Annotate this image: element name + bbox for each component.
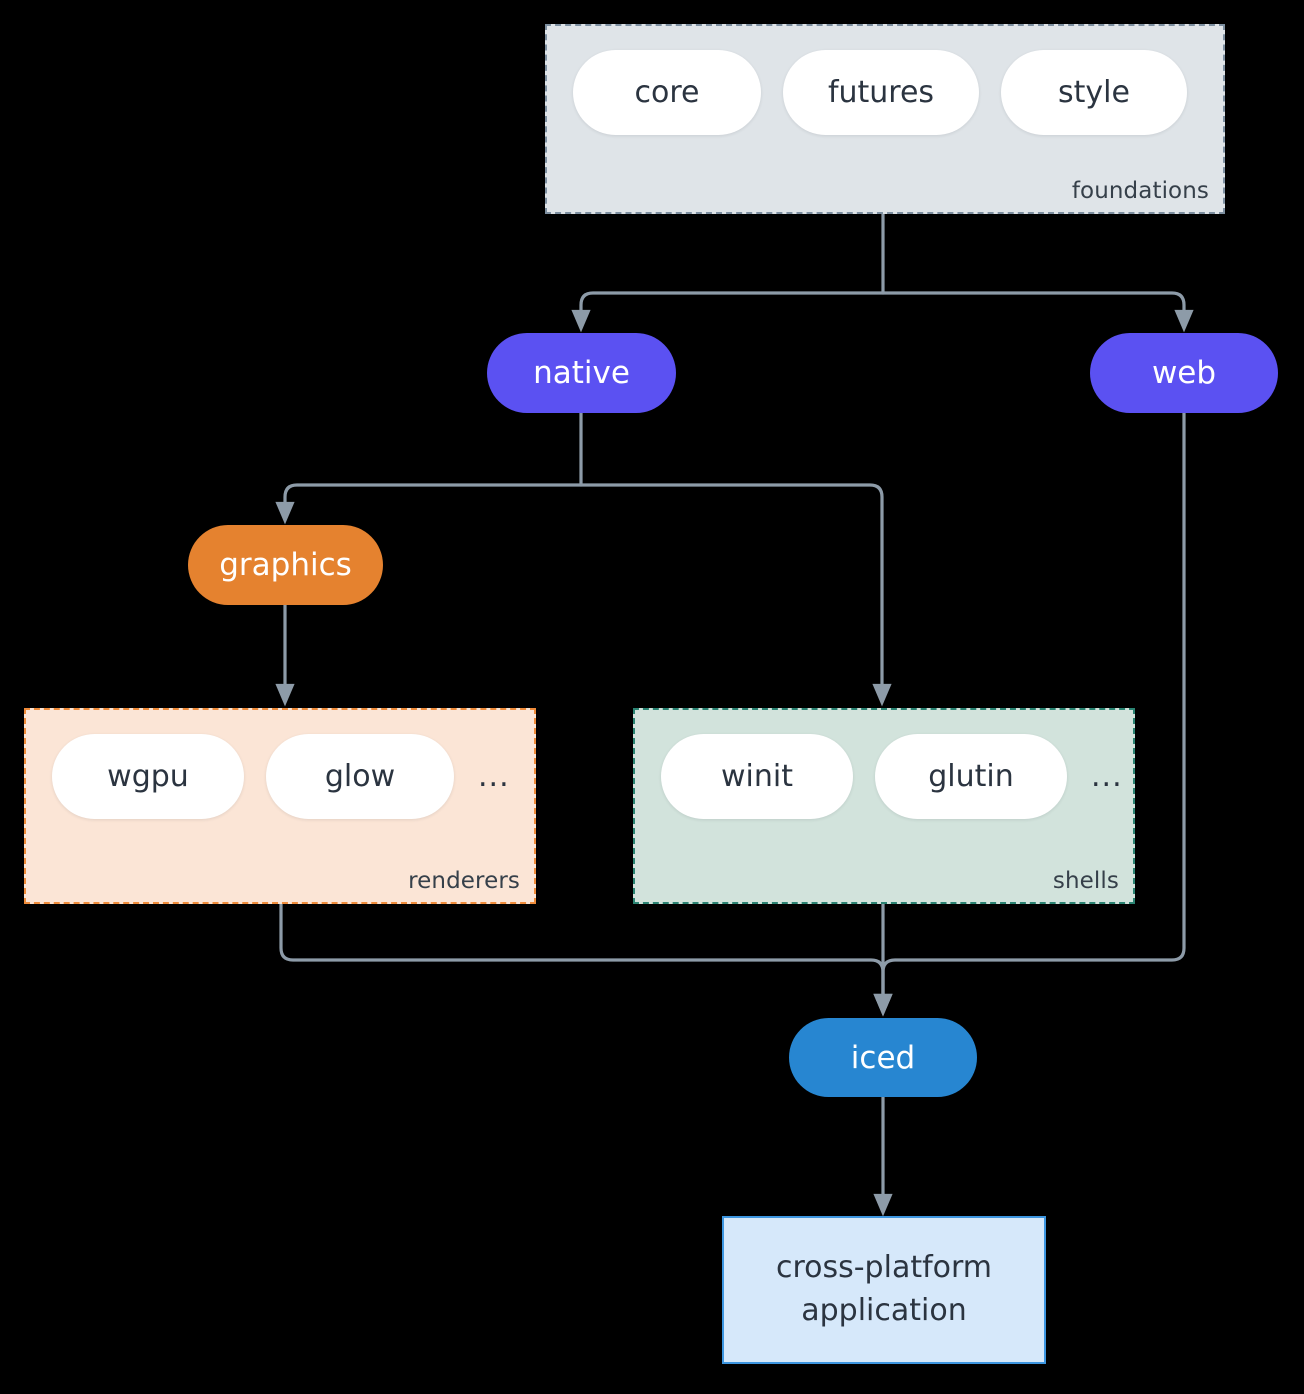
pill-glow[interactable]: glow: [266, 734, 454, 819]
cluster-renderers-label: renderers: [408, 868, 520, 894]
pill-winit[interactable]: winit: [661, 734, 853, 819]
pill-style[interactable]: style: [1001, 50, 1187, 135]
node-native[interactable]: native: [487, 333, 676, 413]
pill-futures[interactable]: futures: [783, 50, 979, 135]
cluster-shells-items: winit glutin ...: [635, 710, 1123, 902]
cluster-renderers-items: wgpu glow ...: [26, 710, 510, 902]
node-web[interactable]: web: [1090, 333, 1278, 413]
cluster-foundations-label: foundations: [1071, 178, 1209, 204]
node-cross-platform-application[interactable]: cross-platform application: [722, 1216, 1046, 1364]
edge-native-graphics: [275, 411, 583, 525]
node-graphics[interactable]: graphics: [188, 525, 383, 605]
node-iced[interactable]: iced: [789, 1018, 977, 1097]
shells-ellipsis: ...: [1091, 759, 1123, 794]
application-line-1: cross-platform: [775, 1250, 993, 1286]
edge-foundations-native: [571, 212, 885, 333]
cluster-renderers: wgpu glow ... renderers: [24, 708, 536, 904]
edge-native-shells: [579, 483, 892, 707]
cluster-foundations: core futures style foundations: [545, 24, 1225, 214]
cluster-shells: winit glutin ... shells: [633, 708, 1135, 904]
edge-renderers-iced: [279, 902, 893, 1017]
renderers-ellipsis: ...: [478, 759, 510, 794]
application-line-2: application: [801, 1293, 967, 1328]
cluster-shells-label: shells: [1052, 868, 1119, 894]
pill-core[interactable]: core: [573, 50, 761, 135]
edge-foundations-web: [881, 291, 1194, 333]
pill-glutin[interactable]: glutin: [875, 734, 1067, 819]
cluster-foundations-items: core futures style: [547, 26, 1187, 212]
pill-wgpu[interactable]: wgpu: [52, 734, 244, 819]
